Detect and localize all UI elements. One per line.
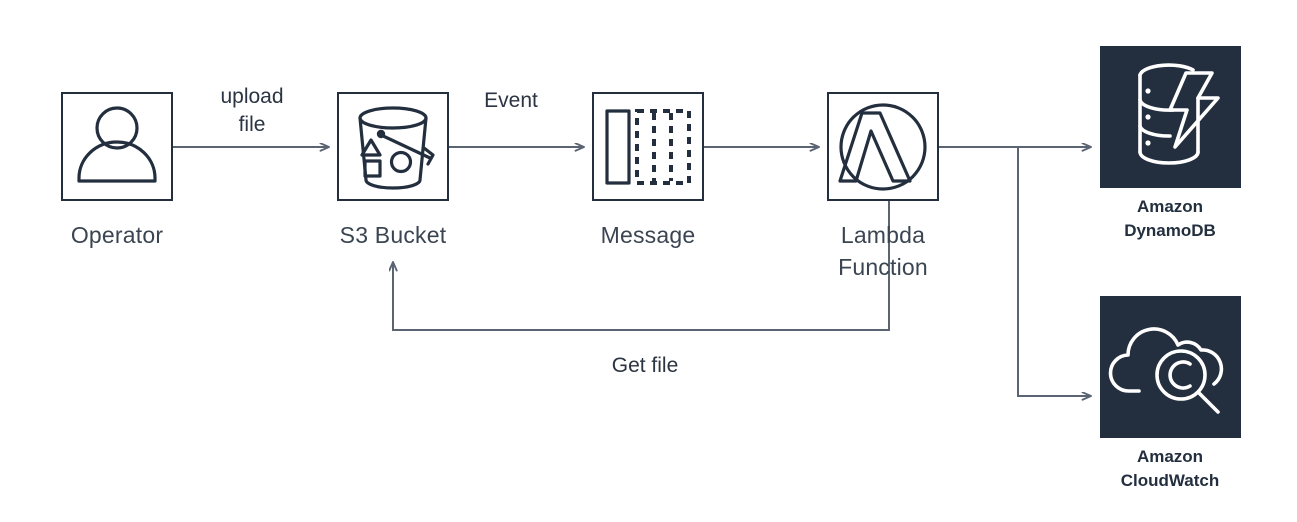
node-operator[interactable]: Operator (61, 92, 173, 248)
user-icon (77, 106, 157, 183)
edge-label-event-text: Event (484, 89, 538, 112)
lambda-function-box (827, 92, 939, 201)
node-lambda-function[interactable]: Lambda Function (827, 92, 939, 280)
service-label-dynamodb-line1: Amazon (1137, 197, 1203, 216)
connector-lambda-to-aws-branch (938, 147, 1091, 396)
message-queue-icon (605, 109, 691, 185)
service-dynamodb[interactable]: Amazon DynamoDB (1100, 46, 1241, 240)
edge-label-upload-file: upload file (220, 85, 283, 136)
service-cloudwatch[interactable]: Amazon CloudWatch (1100, 296, 1241, 490)
edge-label-event: Event (484, 89, 538, 112)
cloudwatch-tile (1100, 296, 1241, 438)
connector-lambda-to-s3-getfile (393, 200, 890, 331)
edge-label-upload-file-line2: file (239, 113, 266, 136)
service-label-cloudwatch-line1: Amazon (1137, 447, 1203, 466)
node-message[interactable]: Message (592, 92, 704, 248)
node-label-message: Message (601, 222, 696, 248)
node-label-operator: Operator (71, 222, 164, 248)
lambda-icon (838, 103, 927, 191)
node-label-s3-bucket: S3 Bucket (340, 222, 447, 248)
node-label-lambda-line1: Lambda (841, 222, 925, 248)
edge-label-upload-file-line1: upload (220, 85, 283, 108)
s3-bucket-box (337, 92, 449, 201)
service-label-dynamodb-line2: DynamoDB (1124, 221, 1216, 240)
service-label-cloudwatch-line2: CloudWatch (1121, 471, 1220, 490)
node-label-lambda-line2: Function (838, 254, 928, 280)
edge-label-get-file: Get file (612, 354, 679, 377)
edge-label-get-file-text: Get file (612, 354, 679, 377)
dynamodb-icon (1138, 63, 1220, 165)
dynamodb-tile (1100, 46, 1241, 188)
cloudwatch-icon (1108, 327, 1224, 414)
node-s3-bucket[interactable]: S3 Bucket (337, 92, 449, 248)
s3-bucket-icon (358, 106, 435, 190)
